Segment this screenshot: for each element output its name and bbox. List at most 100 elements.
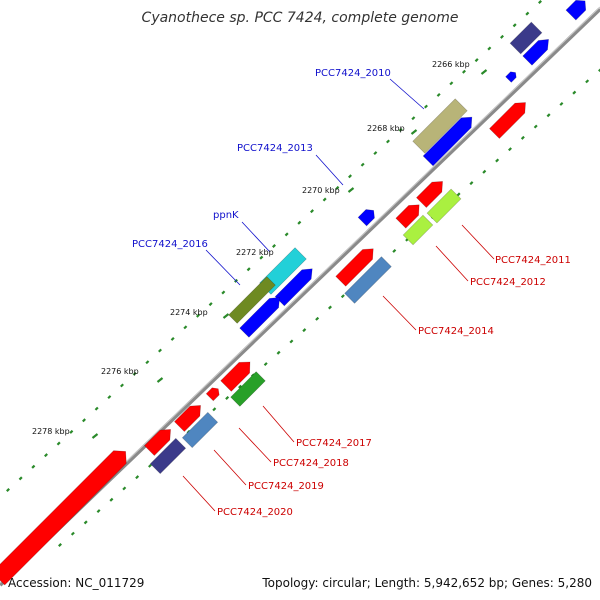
tick-dot-outer [107,395,112,400]
tick-dot-outer [284,232,289,237]
tick-dot-inner [469,181,474,186]
tick-dot-outer [424,104,428,109]
gene-label-reverse: PCC7424_2018 [273,458,349,469]
tick-dot-inner [495,158,500,163]
tick-dot-inner [225,395,230,400]
gene-feature-red [395,204,420,229]
tick-dot-outer [94,406,99,411]
tick-dot-outer [196,313,200,318]
tick-dot-outer [322,197,327,202]
tick-dot-outer [6,488,10,492]
tick-dot-outer [487,46,492,51]
tick-dot-outer [462,69,466,74]
gene-feature-red [174,405,201,432]
tick-dot-outer [348,174,352,179]
tick-dot-outer [310,209,314,214]
label-leader-line [389,78,425,110]
tick-dot-outer [18,476,23,481]
tick-dot-inner [328,305,332,310]
tick-dot-inner [546,113,551,118]
accession-text: Accession: NC_011729 [8,576,145,590]
kbp-label: 2268 kbp [367,124,405,133]
tick-dot-inner [392,248,397,253]
label-leader-line [238,427,272,463]
label-leader-line [461,224,495,260]
gene-feature-lime-pcc7424-2012 [402,214,434,246]
tick-dot-inner [148,463,152,468]
gene-label-reverse: PCC7424_2019 [248,481,324,492]
tick-dot-inner [263,362,268,367]
gene-feature-red-pcc7424-2014 [335,248,374,287]
tick-dot-inner [122,486,127,491]
tick-dot-outer [373,151,378,156]
gene-feature-red-pcc7424-2019 [144,429,171,456]
gene-label-reverse: PCC7424_2017 [296,438,372,449]
tick-dot-outer [56,441,61,446]
gene-label-reverse: PCC7424_2011 [495,255,571,266]
tick-dot-inner [456,192,461,197]
kbp-label: 2272 kbp [236,248,274,257]
kbp-tick [91,433,99,439]
tick-dot-outer [335,185,340,190]
gene-feature-navy-pcc7424-2020 [149,437,187,475]
tick-dot-outer [44,453,48,458]
tick-dot-outer [158,348,162,353]
kbp-tick [347,187,355,193]
label-leader-line [435,245,469,282]
tick-dot-inner [289,339,294,344]
tick-dot-outer [398,127,403,132]
tick-dot-outer [386,139,390,144]
label-leader-line [382,295,417,331]
gene-label-reverse: PCC7424_2014 [418,326,494,337]
gene-feature-red-large [0,450,127,586]
gene-feature-olive-pcc7424-2016 [228,276,276,324]
tick-dot-outer [221,290,226,295]
tick-dot-inner [83,520,88,525]
tick-dot-outer [360,162,365,167]
gene-label-forward: ppnK [213,210,239,221]
tick-dot-inner [482,169,487,174]
tick-dot-outer [512,23,517,28]
tick-dot-inner [135,475,140,480]
tick-dot-outer [120,383,124,388]
tick-dot-inner [70,531,75,536]
tick-dot-outer [449,81,454,86]
gene-feature-lime [426,188,462,224]
tick-dot-outer [259,255,264,260]
tick-dot-inner [572,90,577,95]
tick-dot-outer [411,116,416,121]
gene-feature-green-pcc7424-2018 [230,371,266,407]
gene-feature-blue [505,71,517,83]
tick-dot-outer [538,0,542,4]
label-leader-line [262,405,295,443]
gene-feature-red [416,181,443,208]
kbp-label: 2266 kbp [432,60,470,69]
tick-dot-inner [520,135,525,140]
label-leader-line [315,154,344,186]
tick-dot-outer [297,220,302,225]
tick-dot-outer [525,11,530,16]
tick-dot-inner [340,294,345,299]
gene-labels-layer: PCC7424_2010PCC7424_2013ppnKPCC7424_2016… [132,68,571,518]
tick-dot-inner [109,497,114,502]
gene-feature-steel [181,411,219,449]
kbp-tick [156,377,164,383]
gene-feature-navy [509,21,543,55]
tick-dot-outer [145,360,150,365]
tick-dot-outer [246,267,251,272]
kbp-label: 2276 kbp [101,367,139,376]
tick-dot-outer [272,244,276,248]
tick-dot-outer [170,336,175,341]
gene-features-layer [0,0,587,586]
tick-dot-inner [302,328,307,333]
kbp-tick [222,313,230,319]
label-leader-line [241,221,271,253]
gene-label-reverse: PCC7424_2020 [217,507,293,518]
tick-dot-outer [208,302,213,307]
tick-dot-outer [82,418,86,423]
tick-dot-outer [31,464,36,469]
tick-dot-outer [183,325,188,330]
tick-dot-inner [559,101,564,106]
gene-label-forward: PCC7424_2013 [237,143,313,154]
